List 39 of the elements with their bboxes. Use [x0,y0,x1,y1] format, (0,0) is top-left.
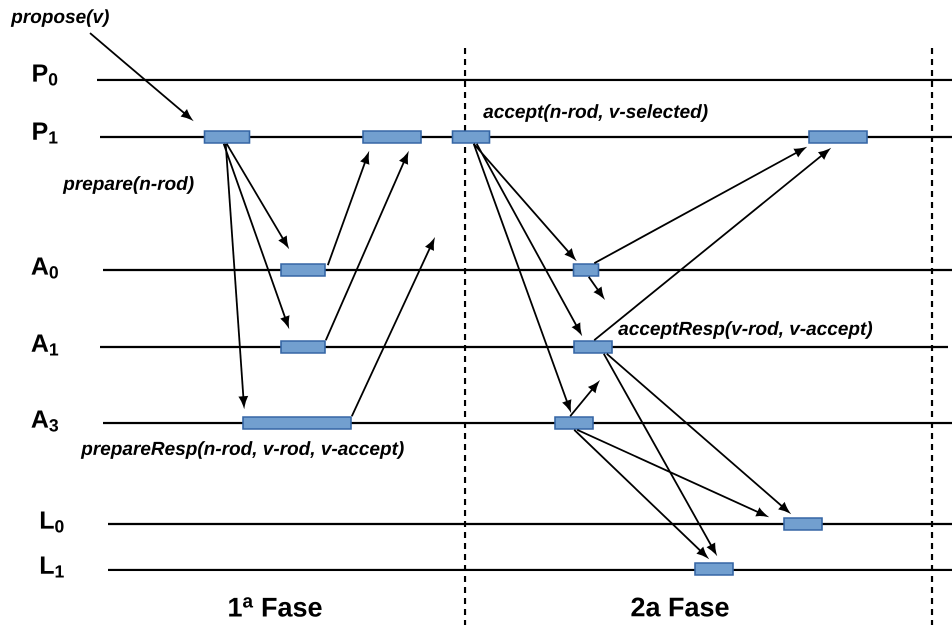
activation-bar [280,340,326,354]
arrow [574,429,708,558]
arrow [588,276,604,298]
activation-bar [694,562,734,576]
activation-bar [554,416,594,430]
activation-bar [572,263,600,277]
arrow [89,32,192,120]
arrow [226,143,288,247]
arrow [606,353,790,513]
lane-label: L$_{0}$ [40,511,64,533]
arrow [324,153,408,341]
activation-bar [362,130,422,144]
activation-bar [452,130,490,144]
arrow [224,144,248,406]
lane-label: A$_{0}$ [32,257,58,279]
lane-label: P$_{0}$ [33,64,58,86]
arrow [476,143,582,334]
arrow [350,239,434,417]
activation-bar [204,130,250,144]
phase-label: 1$^{a}$ Fase [229,597,322,617]
arrow [603,353,716,554]
arrow [576,428,767,517]
activation-bar [783,517,823,531]
lane-label: L$_{1}$ [40,556,64,578]
arrow [473,143,576,260]
arrow [570,382,599,417]
arrow [222,144,290,327]
arrow [594,149,830,341]
arrow [472,144,572,411]
activation-bar [280,263,326,277]
arrow [594,148,805,264]
arrow [326,153,370,266]
message-label: propose(v) [10,9,109,27]
activation-bar [808,130,868,144]
activation-bar [242,416,352,430]
lane-label: P$_{1}$ [33,122,58,144]
lane-label: A$_{3}$ [32,410,58,432]
lane-label: A$_{1}$ [32,334,58,356]
activation-bar [573,340,613,354]
